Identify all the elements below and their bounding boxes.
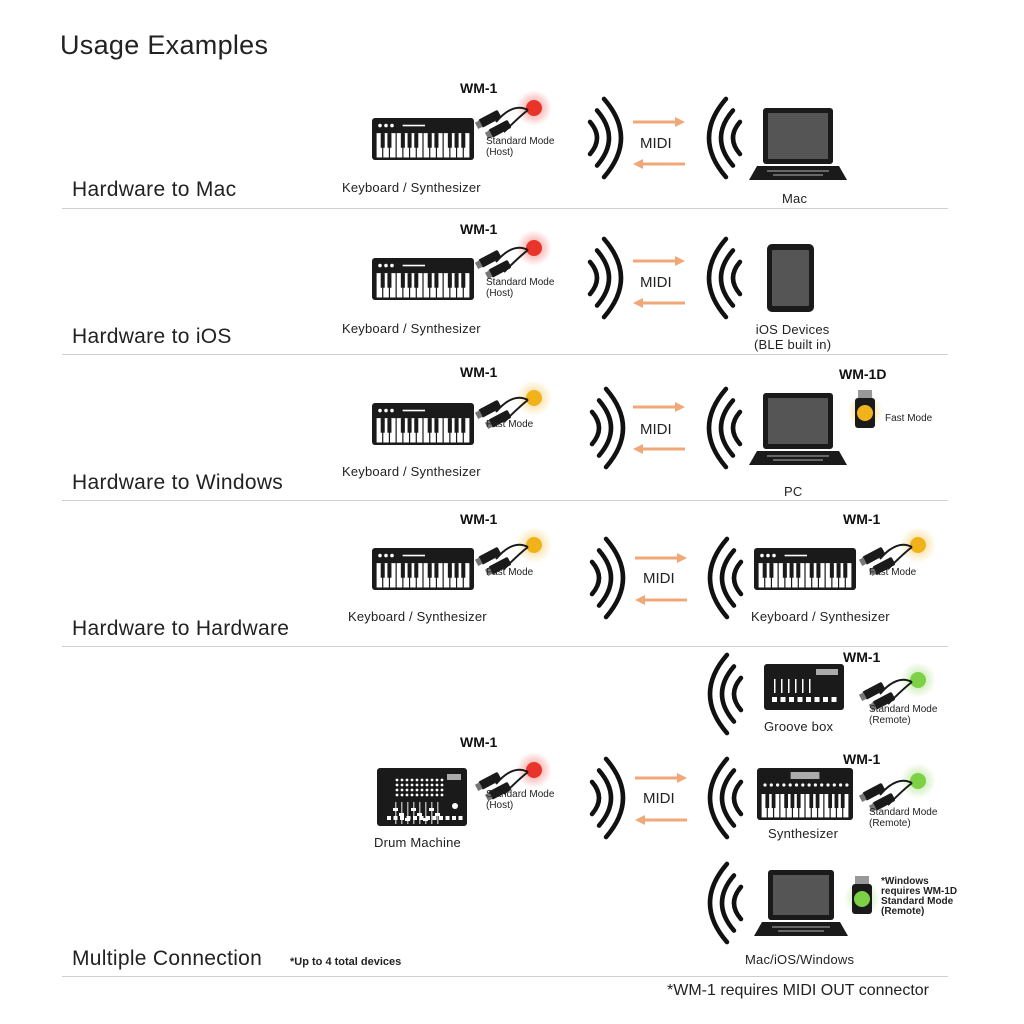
mode-label: Fast Mode: [486, 567, 534, 578]
synthesizer-icon: [757, 768, 853, 820]
wm1-adapter-icon: [474, 230, 552, 279]
divider: [62, 208, 948, 209]
divider: [62, 354, 948, 355]
mode-label: Standard Mode(Remote): [869, 807, 938, 829]
wireless-waves-out-icon: [589, 756, 626, 840]
mode-label: Standard Mode(Remote): [869, 704, 938, 726]
wireless-waves-in-icon: [707, 756, 744, 840]
midi-label: MIDI: [643, 790, 675, 807]
laptop-icon: [754, 870, 848, 936]
adapter-label: WM-1: [843, 649, 881, 665]
adapter-label: WM-1: [460, 80, 498, 96]
mode-label: Standard Mode(Host): [486, 789, 555, 811]
mode-label: Fast Mode: [869, 567, 917, 578]
wireless-waves-out-icon: [589, 386, 626, 470]
laptop-icon: [749, 393, 847, 465]
row-label-hardware-to-hardware: Hardware to Hardware: [72, 617, 290, 640]
device-label-keyboard: Keyboard / Synthesizer: [342, 321, 481, 336]
midi-label: MIDI: [643, 570, 675, 587]
adapter-label: WM-1: [460, 734, 498, 750]
wm1-adapter-icon: [474, 380, 552, 429]
keyboard-icon: [372, 548, 474, 590]
keyboard-icon: [372, 403, 474, 445]
wm1-adapter-icon: [858, 763, 936, 812]
bidirectional-arrows-icon: [635, 553, 687, 605]
divider: [62, 646, 948, 647]
groove-box-icon: [764, 664, 844, 710]
mode-label: Fast Mode: [885, 413, 933, 424]
footnote: *WM-1 requires MIDI OUT connector: [667, 982, 929, 999]
row-label-multiple-connection: Multiple Connection: [72, 947, 263, 970]
divider: [62, 976, 948, 977]
wireless-waves-in-icon: [707, 861, 744, 945]
wireless-waves-in-icon: [707, 652, 744, 736]
device-label-mac-ios-windows: Mac/iOS/Windows: [745, 952, 855, 967]
device-label-keyboard: Keyboard / Synthesizer: [348, 609, 487, 624]
tablet-icon: [767, 244, 814, 312]
wireless-waves-out-icon: [587, 96, 624, 180]
multiple-connection-note: *Up to 4 total devices: [290, 956, 402, 968]
midi-label: MIDI: [640, 135, 672, 152]
adapter-label: WM-1: [460, 221, 498, 237]
device-label-keyboard: Keyboard / Synthesizer: [751, 609, 890, 624]
wireless-waves-in-icon: [706, 96, 743, 180]
device-label-mac: Mac: [782, 191, 808, 206]
wm1-adapter-icon: [474, 527, 552, 576]
device-label-synthesizer: Synthesizer: [768, 826, 839, 841]
wireless-waves-in-icon: [707, 536, 744, 620]
wm1-adapter-icon: [474, 90, 552, 139]
bidirectional-arrows-icon: [635, 773, 687, 825]
device-label-keyboard: Keyboard / Synthesizer: [342, 180, 481, 195]
wm1-adapter-icon: [474, 752, 552, 801]
row-label-hardware-to-mac: Hardware to Mac: [72, 178, 237, 201]
mode-label: Standard Mode(Host): [486, 136, 555, 158]
adapter-label: WM-1: [460, 364, 498, 380]
wm1d-dongle-icon: [844, 876, 880, 916]
adapter-label: WM-1: [843, 751, 881, 767]
wireless-waves-out-icon: [589, 536, 626, 620]
row-label-hardware-to-ios: Hardware to iOS: [72, 325, 232, 348]
adapter-label: WM-1D: [839, 366, 887, 382]
page-title: Usage Examples: [60, 30, 269, 60]
wireless-waves-out-icon: [587, 236, 624, 320]
adapter-label: WM-1: [460, 511, 498, 527]
drum-machine-icon: [377, 768, 467, 826]
wm1d-dongle-icon: [847, 390, 883, 430]
bidirectional-arrows-icon: [633, 117, 685, 169]
keyboard-icon: [372, 258, 474, 300]
keyboard-icon: [754, 548, 856, 590]
keyboard-icon: [372, 118, 474, 160]
wm1-adapter-icon: [858, 662, 936, 711]
mode-label: Fast Mode: [486, 419, 534, 430]
device-label-keyboard: Keyboard / Synthesizer: [342, 464, 481, 479]
device-label-groove-box: Groove box: [764, 719, 834, 734]
row-label-hardware-to-windows: Hardware to Windows: [72, 471, 284, 494]
adapter-label: WM-1: [843, 511, 881, 527]
divider: [62, 500, 948, 501]
device-label-drum-machine: Drum Machine: [374, 835, 461, 850]
midi-label: MIDI: [640, 274, 672, 291]
midi-label: MIDI: [640, 421, 672, 438]
bidirectional-arrows-icon: [633, 402, 685, 454]
bidirectional-arrows-icon: [633, 256, 685, 308]
wireless-waves-in-icon: [706, 236, 743, 320]
wireless-waves-in-icon: [706, 386, 743, 470]
device-label-ios: iOS Devices(BLE built in): [754, 322, 832, 352]
laptop-icon: [749, 108, 847, 180]
wm1-adapter-icon: [858, 527, 936, 576]
mode-label: Standard Mode(Host): [486, 277, 555, 299]
device-label-pc: PC: [784, 484, 803, 499]
